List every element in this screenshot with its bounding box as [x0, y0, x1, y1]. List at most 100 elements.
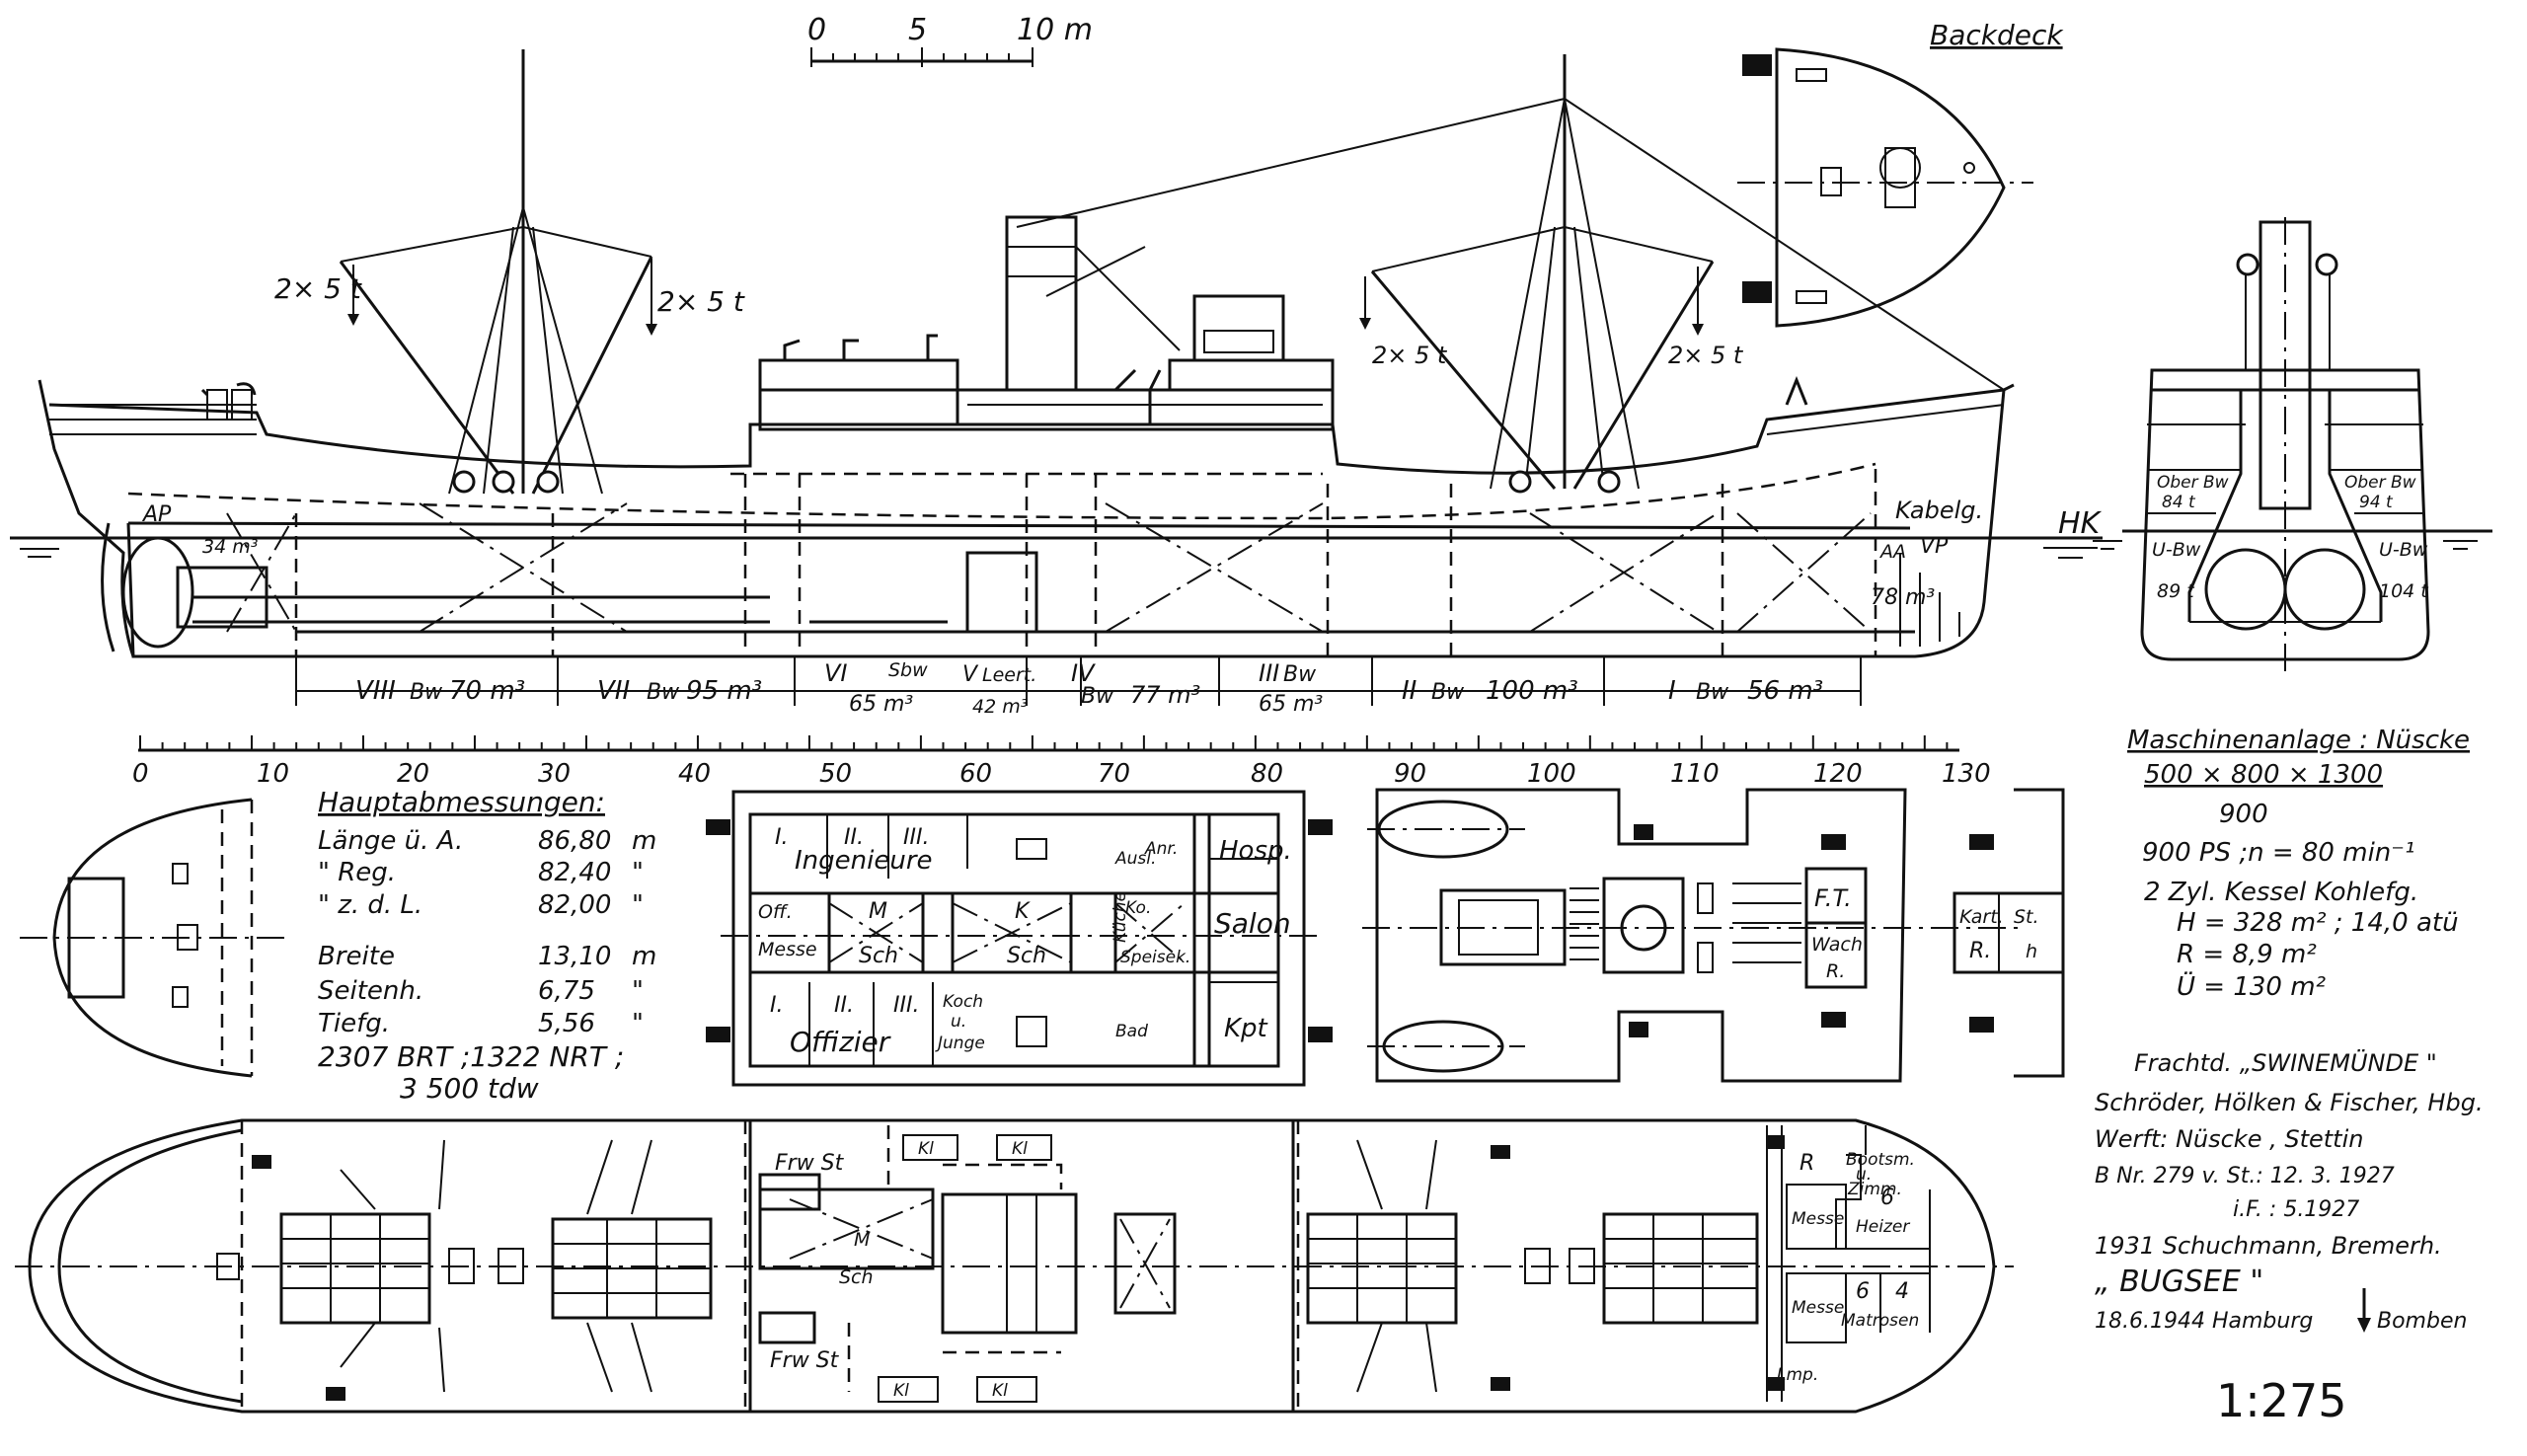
hold-i-num: I: [1668, 676, 1676, 706]
fore-hatches: [1306, 1139, 1759, 1393]
wireless-room-label: F.T.: [1814, 884, 1852, 912]
hospital-label: Hosp.: [1219, 836, 1292, 866]
dimension-value: 86,80: [538, 826, 611, 856]
galley-label: Küche: [1110, 891, 1130, 943]
store-label-2: Ausl.: [1114, 849, 1156, 869]
deadweight: 3 500 tdw: [400, 1072, 539, 1105]
waterline-label: HK: [2058, 506, 2103, 541]
deck-engine-casing-top: M: [854, 1229, 870, 1251]
matrosen-label: Matrosen: [1841, 1311, 1919, 1331]
engineer-rank-2: II.: [844, 825, 864, 850]
forecastle-cabins: [1766, 1125, 1931, 1402]
hold-vii-num: VII: [597, 676, 630, 706]
lamp-room-label: Lmp.: [1777, 1365, 1818, 1385]
ruler-label: 70: [1098, 759, 1130, 789]
dimension-label: " Reg.: [318, 858, 396, 887]
hold-ii-volume: 100 m³: [1486, 676, 1578, 706]
ship-history: Frachtd. „SWINEMÜNDE " Schröder, Hölken …: [2095, 1048, 2484, 1334]
bosun-label-2: u.: [1856, 1165, 1872, 1185]
sheer-line: [48, 388, 2005, 475]
aft-mast: [339, 49, 657, 495]
messe-top-label: Messe: [1792, 1209, 1844, 1229]
messe-bottom-label: Messe: [1792, 1298, 1844, 1318]
engineer-rank-1: I.: [775, 825, 788, 850]
mess-label-1: Off.: [758, 901, 793, 923]
hold-iii-volume: 65 m³: [1259, 692, 1323, 717]
acc-boiler-casing-top: K: [1015, 899, 1031, 924]
derrick-label-fore-left: 2× 5 t: [1372, 342, 1448, 369]
hull-outline: [126, 383, 2015, 658]
derrick-label-fore-right: 2× 5 t: [1668, 342, 1744, 369]
ruler-label: 80: [1251, 759, 1283, 789]
tonnage: 2307 BRT ;1322 NRT ;: [318, 1040, 624, 1073]
dimension-unit: ": [632, 1009, 644, 1038]
dimension-label: " z. d. L.: [318, 890, 422, 920]
ruler-label: 50: [819, 759, 852, 789]
derrick-label-aft-right: 2× 5 t: [657, 285, 745, 318]
captain-label: Kpt: [1224, 1014, 1268, 1043]
history-line-3: Werft: Nüscke , Stettin: [2095, 1125, 2363, 1153]
cook-label-1: Koch: [943, 992, 983, 1012]
stern-outline: [38, 379, 135, 657]
tween-deck-line: [127, 462, 1876, 520]
deck-engine-casing-bottom: Sch: [839, 1266, 874, 1288]
ruler-label: 110: [1670, 759, 1720, 789]
section-value-upper-left: 84 t: [2162, 493, 2196, 512]
ruler-label: 0: [132, 759, 149, 789]
ruler-ticks: [139, 735, 1949, 750]
section-hull: [2140, 368, 2430, 661]
acc-boiler-casing-bottom: Sch: [1007, 944, 1046, 968]
acc-engine-casing-bottom: Sch: [859, 944, 898, 968]
bosun-label-3: Zimm.: [1847, 1180, 1902, 1199]
dimension-unit: m: [632, 942, 656, 971]
hold-dimension-row: [295, 656, 1862, 706]
chart-room-label-2: R.: [1969, 939, 1991, 963]
hold-iii-type: Bw: [1283, 662, 1317, 687]
boiler-right: [2283, 548, 2366, 631]
hold-v-type: Leert.: [982, 664, 1036, 686]
dimension-value: 82,00: [538, 890, 611, 920]
machinery-power: 900 PS ;n = 80 min⁻¹: [2142, 838, 2414, 868]
hold-crosses: [226, 502, 1872, 633]
officer-rank-3: III.: [893, 993, 919, 1018]
machinery-superheater: Ü = 130 m²: [2177, 970, 2326, 1002]
section-label-lower-right: U-Bw: [2379, 539, 2428, 561]
engine: [965, 551, 1038, 634]
pantry-label-1: Ko.: [1125, 898, 1151, 918]
scale-bar-label-10: 10 m: [1017, 13, 1093, 47]
ruler-label: 10: [257, 759, 289, 789]
ruler-label: 100: [1527, 759, 1576, 789]
history-line-2: Schröder, Hölken & Fischer, Hbg.: [2095, 1089, 2484, 1116]
hold-v-num: V: [962, 662, 979, 687]
matrosen-num-b: 4: [1895, 1279, 1909, 1304]
fore-mast: [1016, 54, 2005, 494]
cook-label-2: u.: [951, 1012, 966, 1032]
history-line-5: i.F. : 5.1927: [2233, 1197, 2359, 1222]
heizer-label: Heizer: [1856, 1217, 1910, 1237]
hold-vi-type: Sbw: [888, 659, 928, 681]
hold-labels: VIII Bw 70 m³ VII Bw 95 m³ VI Sbw 65 m³ …: [355, 659, 1823, 718]
forepeak-hatch: [1899, 553, 1960, 647]
section-value-lower-right: 104 t: [2379, 580, 2429, 602]
ruler-label: 130: [1942, 759, 1991, 789]
rudder: [101, 522, 115, 652]
ruler-label: 90: [1394, 759, 1426, 789]
hold-ii-type: Bw: [1431, 680, 1465, 705]
officer-rank-2: II.: [834, 993, 854, 1018]
steering-label-1: St.: [2014, 906, 2039, 928]
aft-hatches: [216, 1139, 713, 1393]
officers-label: Offizier: [790, 1026, 891, 1058]
pantry-label-2: Speisek.: [1120, 948, 1190, 967]
section-value-upper-right: 94 t: [2359, 493, 2394, 512]
watch-room-label-2: R.: [1826, 960, 1845, 982]
hold-iv-type: Bw: [1081, 684, 1114, 709]
label-aa: AA: [1878, 541, 1906, 563]
ruler-label: 60: [959, 759, 992, 789]
fresh-water-top-label: Frw St: [775, 1151, 845, 1176]
forecastle-r-label: R: [1800, 1151, 1814, 1176]
hold-i-type: Bw: [1696, 680, 1729, 705]
history-line-7: „ BUGSEE ": [2095, 1264, 2263, 1299]
